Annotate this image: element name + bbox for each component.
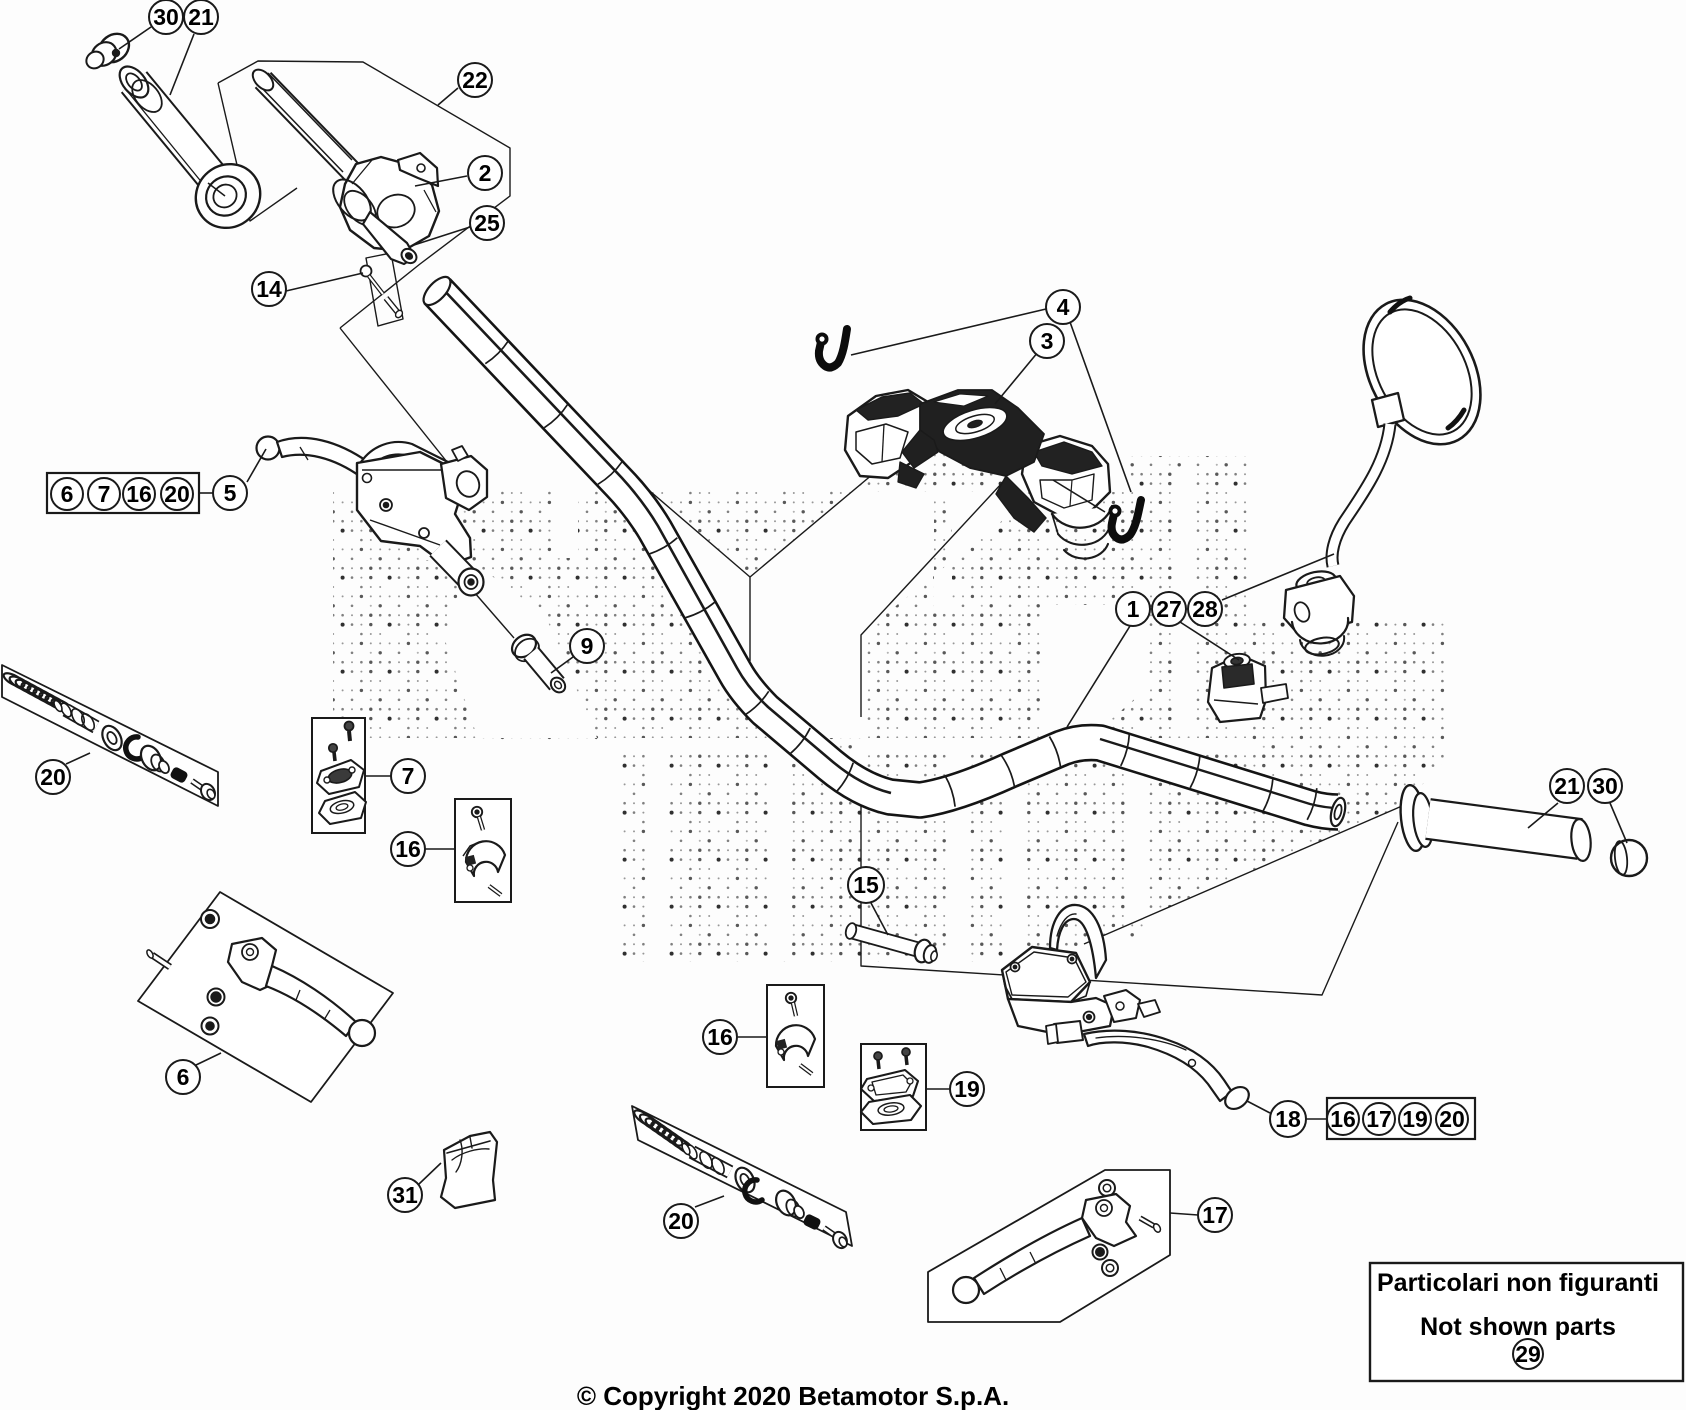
svg-text:19: 19 bbox=[954, 1076, 980, 1102]
svg-text:6: 6 bbox=[177, 1064, 190, 1090]
svg-text:© Copyright 2020 Betamotor S.p: © Copyright 2020 Betamotor S.p.A. bbox=[577, 1381, 1009, 1410]
svg-text:Particolari non figuranti: Particolari non figuranti bbox=[1377, 1269, 1659, 1297]
svg-text:20: 20 bbox=[1439, 1106, 1465, 1132]
svg-text:17: 17 bbox=[1366, 1106, 1392, 1132]
svg-text:16: 16 bbox=[1330, 1106, 1356, 1132]
svg-text:30: 30 bbox=[153, 4, 179, 30]
svg-text:4: 4 bbox=[1057, 294, 1070, 320]
svg-text:5: 5 bbox=[224, 480, 237, 506]
svg-text:29: 29 bbox=[1515, 1341, 1541, 1367]
svg-text:21: 21 bbox=[188, 4, 214, 30]
svg-text:28: 28 bbox=[1192, 596, 1218, 622]
svg-text:14: 14 bbox=[256, 276, 282, 302]
svg-text:16: 16 bbox=[395, 836, 421, 862]
svg-text:Not shown parts: Not shown parts bbox=[1420, 1313, 1616, 1341]
svg-text:30: 30 bbox=[1592, 773, 1618, 799]
svg-text:2: 2 bbox=[479, 160, 492, 186]
svg-text:21: 21 bbox=[1554, 773, 1580, 799]
svg-text:1: 1 bbox=[1127, 596, 1140, 622]
svg-text:25: 25 bbox=[474, 210, 500, 236]
svg-text:27: 27 bbox=[1156, 596, 1182, 622]
svg-text:18: 18 bbox=[1275, 1106, 1301, 1132]
svg-text:17: 17 bbox=[1202, 1202, 1228, 1228]
svg-text:9: 9 bbox=[581, 633, 594, 659]
svg-text:7: 7 bbox=[98, 481, 111, 507]
svg-text:6: 6 bbox=[61, 481, 74, 507]
svg-text:22: 22 bbox=[462, 67, 488, 93]
svg-text:20: 20 bbox=[668, 1208, 694, 1234]
svg-text:16: 16 bbox=[707, 1024, 733, 1050]
svg-text:16: 16 bbox=[126, 481, 152, 507]
svg-text:15: 15 bbox=[853, 872, 879, 898]
svg-text:7: 7 bbox=[402, 763, 415, 789]
svg-text:20: 20 bbox=[40, 764, 66, 790]
svg-text:3: 3 bbox=[1041, 328, 1054, 354]
svg-text:31: 31 bbox=[392, 1182, 418, 1208]
svg-text:20: 20 bbox=[164, 481, 190, 507]
svg-text:19: 19 bbox=[1402, 1106, 1428, 1132]
